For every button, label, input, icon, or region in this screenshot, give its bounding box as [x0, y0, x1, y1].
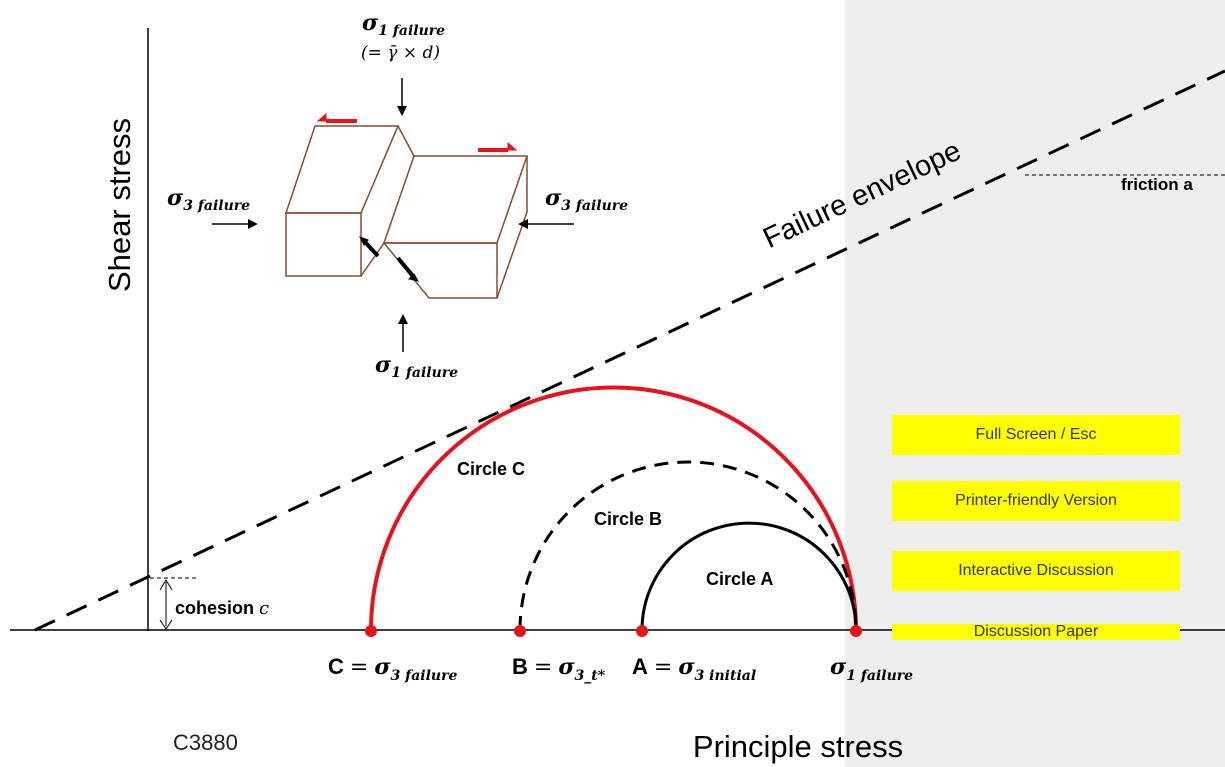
- discussion-paper-button-label: Discussion Paper: [973, 624, 1099, 640]
- right-block-front-face: [382, 242, 498, 299]
- full-screen-button-label: Full Screen / Esc: [975, 426, 1097, 443]
- red-shear-arrows: [316, 112, 518, 152]
- fault-plane-edge: [360, 242, 385, 277]
- discussion-paper-button[interactable]: Discussion Paper: [892, 624, 1180, 640]
- sigma3-right-label: σ3 failure: [545, 185, 628, 214]
- sigma1-top-equation: (= γ̄ × d): [361, 43, 440, 63]
- fault-block-sketch: [284, 125, 529, 299]
- interactive-discussion-button-label: Interactive Discussion: [958, 562, 1114, 579]
- right-block-side-edge: [496, 211, 528, 299]
- full-screen-button[interactable]: Full Screen / Esc: [892, 415, 1180, 455]
- circle-c-label: Circle C: [457, 459, 525, 479]
- y-axis-label: Shear stress: [102, 118, 137, 292]
- stress-arrows: [212, 78, 574, 352]
- point-a: [636, 625, 648, 637]
- cohesion-arrowhead-top: [159, 579, 173, 591]
- point-c: [365, 625, 377, 637]
- page-number: C3880: [173, 730, 238, 755]
- point-sigma1: [850, 625, 862, 637]
- circle-b-label: Circle B: [594, 509, 662, 529]
- friction-angle-label: friction a: [1121, 175, 1193, 194]
- left-block-fault-edge: [397, 125, 415, 157]
- sigma1-top-label: σ1 failure: [362, 10, 445, 39]
- interactive-discussion-button[interactable]: Interactive Discussion: [892, 551, 1180, 591]
- x-axis-label: Principle stress: [693, 729, 903, 764]
- sigma1-failure-label: σ1 failure: [830, 654, 913, 684]
- failure-envelope-line: [34, 69, 1225, 632]
- circle-a: [640, 521, 858, 631]
- fault-slip-arrows: [358, 236, 419, 282]
- point-a-label: A=σ3 initial: [632, 654, 756, 684]
- cohesion-symbol: c: [259, 598, 269, 619]
- circle-c: [369, 385, 858, 631]
- point-c-label: C=σ3 failure: [328, 654, 457, 684]
- circle-a-label: Circle A: [706, 569, 773, 589]
- point-b: [514, 625, 526, 637]
- sigma3-left-label: σ3 failure: [167, 185, 250, 214]
- point-b-label: B=σ3_t*: [512, 654, 606, 684]
- sigma1-bottom-label: σ1 failure: [375, 352, 458, 381]
- circle-b: [518, 460, 858, 631]
- cohesion-label: cohesion c: [175, 598, 269, 619]
- left-block-front-face: [285, 212, 362, 277]
- right-block-top-face: [382, 155, 529, 244]
- printer-friendly-button[interactable]: Printer-friendly Version: [892, 481, 1180, 521]
- left-block-top-face: [284, 125, 400, 214]
- failure-envelope-label: Failure envelope: [758, 135, 966, 255]
- cohesion-arrowhead-bottom: [159, 619, 173, 630]
- printer-friendly-button-label: Printer-friendly Version: [955, 492, 1117, 509]
